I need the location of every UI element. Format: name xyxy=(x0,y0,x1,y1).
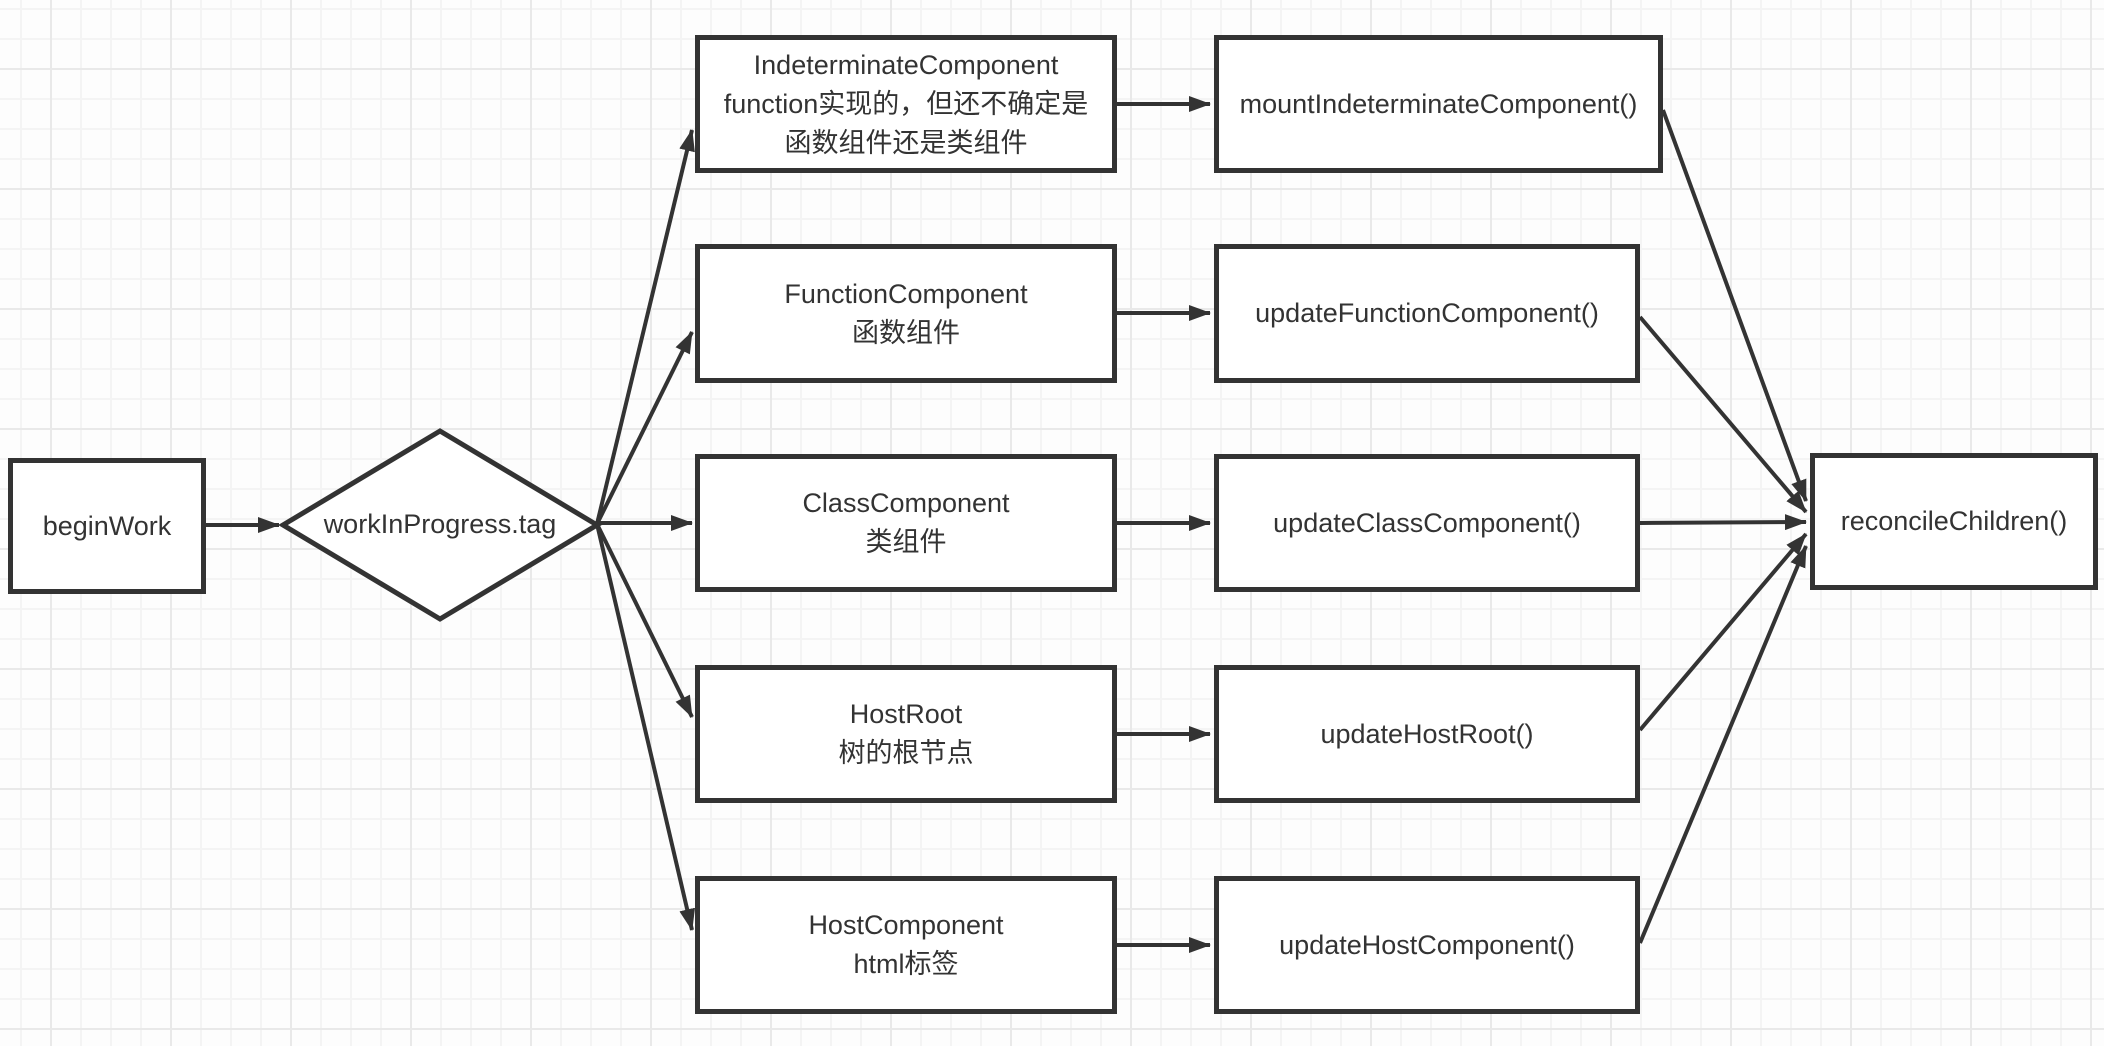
node-label-line: updateHostComponent() xyxy=(1279,929,1575,960)
node-label-line: 类组件 xyxy=(865,527,947,557)
node-update-host-component: updateHostComponent() xyxy=(1214,876,1640,1014)
node-label-line: 树的根节点 xyxy=(838,738,974,768)
edge-decision-to-indeterminate xyxy=(595,129,695,525)
node-label-line: mountIndeterminateComponent() xyxy=(1239,88,1638,119)
node-decision-label: workInProgress.tag xyxy=(323,509,557,539)
node-label-line: updateHostRoot() xyxy=(1320,718,1534,749)
node-beginwork-label: beginWork xyxy=(42,510,172,541)
edge-decision-to-function xyxy=(595,331,694,525)
node-reconcile-children-label: reconcileChildren() xyxy=(1840,506,2068,536)
edge-mount-to-reconcile xyxy=(1661,109,1808,502)
node-update-function-component: updateFunctionComponent() xyxy=(1214,244,1640,383)
node-mount-indeterminate-component: mountIndeterminateComponent() xyxy=(1214,35,1663,173)
node-beginwork: beginWork xyxy=(8,458,206,594)
edge-updatefunction-to-reconcile xyxy=(1638,315,1808,514)
node-label-line: html标签 xyxy=(853,949,959,979)
node-label-line: IndeterminateComponent xyxy=(753,49,1059,80)
node-reconcile-children: reconcileChildren() xyxy=(1810,453,2098,590)
node-function-component: FunctionComponent 函数组件 xyxy=(695,244,1117,383)
edge-decision-to-hostcomponent xyxy=(595,523,696,931)
node-host-component: HostComponent html标签 xyxy=(695,876,1117,1014)
node-indeterminate-component: IndeterminateComponent function实现的，但还不确定… xyxy=(695,35,1117,173)
node-label-line: FunctionComponent xyxy=(784,278,1028,309)
edge-decision-to-hostroot xyxy=(595,523,694,718)
edge-updateclass-to-reconcile xyxy=(1639,514,1807,531)
node-class-component: ClassComponent 类组件 xyxy=(695,454,1117,592)
decision-diamond-shape xyxy=(278,428,602,622)
node-label-line: updateClassComponent() xyxy=(1273,507,1581,538)
node-label-line: 函数组件 xyxy=(852,317,960,348)
node-label-line: HostComponent xyxy=(808,910,1004,940)
node-label-line: updateFunctionComponent() xyxy=(1255,298,1599,328)
node-label-line: ClassComponent xyxy=(802,488,1010,518)
node-update-hostroot: updateHostRoot() xyxy=(1214,665,1640,803)
node-label-line: 函数组件还是类组件 xyxy=(784,127,1028,158)
node-label-line: function实现的，但还不确定是 xyxy=(723,88,1089,119)
node-update-class-component: updateClassComponent() xyxy=(1214,454,1640,592)
edge-updatehostroot-to-reconcile xyxy=(1638,532,1808,732)
edge-updatehostcomponent-to-reconcile xyxy=(1638,545,1808,944)
node-hostroot: HostRoot 树的根节点 xyxy=(695,665,1117,803)
node-label-line: HostRoot xyxy=(849,699,963,729)
